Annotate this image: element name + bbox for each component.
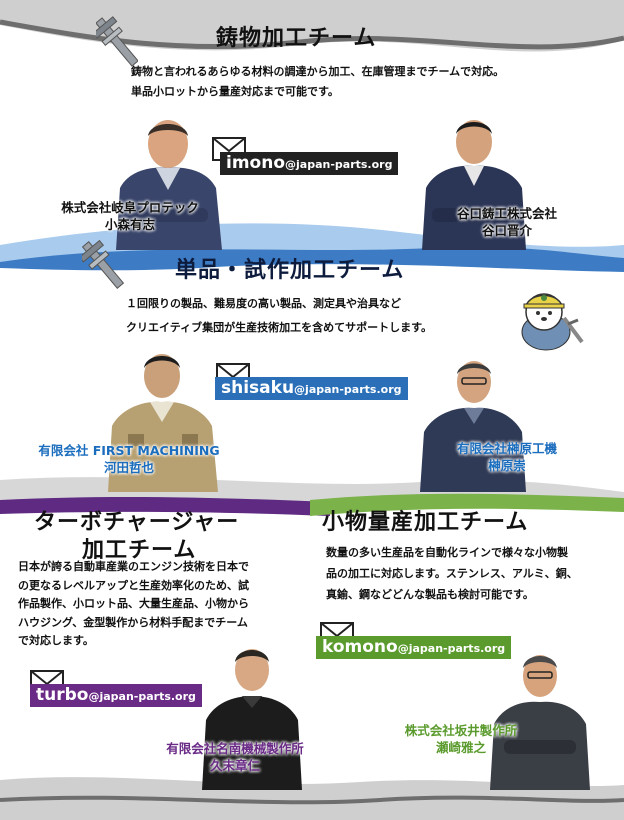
- person-company: 谷口鋳工株式会社: [456, 206, 557, 221]
- komono-email-domain: @japan-parts.org: [397, 642, 506, 655]
- imono-desc-line-1: 鋳物と言われるあらゆる材料の調達から加工、在庫管理までチームで対応。: [131, 65, 505, 78]
- person-photo-hisasue: [202, 649, 302, 790]
- person-company: 株式会社岐阜プロテック: [61, 200, 199, 215]
- person-caption-hisasue: 有限会社名南機械製作所 久末章仁: [130, 740, 340, 774]
- turbo-desc-line-2: の更なるレベルアップと生産効率化のため、試: [18, 578, 249, 592]
- caliper-icon: [96, 16, 138, 67]
- person-name: 谷口晋介: [481, 223, 532, 238]
- person-name: 河田哲也: [103, 460, 154, 475]
- person-name: 瀬崎雅之: [435, 740, 486, 755]
- shisaku-desc-line-2: クリエイティブ集団が生産技術加工を含めてサポートします。: [126, 321, 433, 334]
- purple-wave: [0, 496, 330, 516]
- imono-email-domain: @japan-parts.org: [285, 158, 393, 171]
- person-company: 株式会社坂井製作所: [404, 723, 518, 738]
- turbo-email[interactable]: turbo@japan-parts.org: [30, 684, 202, 707]
- person-caption-sakakibara: 有限会社榊原工機 榊原崇: [432, 440, 582, 474]
- komono-description: 数量の多い生産品を自動化ラインで様々な小物製 品の加工に対応します。ステンレス、…: [326, 542, 578, 605]
- person-name: 久末章仁: [209, 758, 260, 773]
- person-company: 有限会社名南機械製作所: [166, 741, 304, 756]
- person-photo-sezaki: [490, 655, 590, 790]
- person-caption-taniguchi: 谷口鋳工株式会社 谷口晋介: [432, 205, 582, 239]
- person-company: 有限会社榊原工機: [456, 441, 557, 456]
- turbo-desc-line-5: で対応します。: [18, 634, 94, 647]
- turbo-description: 日本が誇る自動車産業のエンジン技術を日本で の更なるレベルアップと生産効率化のた…: [18, 558, 249, 651]
- person-photo-sakakibara: [420, 361, 526, 492]
- person-caption-kawada: 有限会社 FIRST MACHINING 河田哲也: [14, 442, 244, 476]
- person-company: 有限会社 FIRST MACHINING: [38, 443, 220, 458]
- shisaku-desc-line-1: １回限りの製品、難易度の高い製品、測定具や治具など: [126, 297, 401, 310]
- komono-email[interactable]: komono@japan-parts.org: [316, 636, 512, 659]
- person-caption-sezaki: 株式会社坂井製作所 瀬崎雅之: [376, 722, 546, 756]
- turbo-email-domain: @japan-parts.org: [88, 690, 196, 703]
- turbo-title-line-2: 加工チーム: [82, 538, 197, 563]
- komono-desc-line-2: 品の加工に対応します。ステンレス、アルミ、銅、: [326, 567, 578, 580]
- bottom-gray-wave: [0, 777, 624, 820]
- imono-desc-line-2: 単品小ロットから量産対応まで可能です。: [131, 85, 339, 98]
- turbo-desc-line-1: 日本が誇る自動車産業のエンジン技術を日本で: [18, 560, 249, 573]
- green-wave: [310, 493, 624, 516]
- person-photo-taniguchi: [422, 120, 526, 250]
- person-name: 榊原崇: [488, 458, 526, 473]
- turbo-desc-line-4: ハウジング、金型製作から材料手配までチーム: [18, 615, 248, 629]
- komono-title: 小物量産加工チーム: [322, 510, 529, 535]
- shisaku-title: 単品・試作加工チーム: [175, 258, 405, 283]
- person-photo-komori: [116, 120, 222, 250]
- shisaku-email-user: shisaku: [221, 378, 295, 398]
- shisaku-description: １回限りの製品、難易度の高い製品、測定具や治具など クリエイティブ集団が生産技術…: [126, 294, 432, 338]
- turbo-email-user: turbo: [36, 685, 89, 705]
- person-caption-komori: 株式会社岐阜プロテック 小森有志: [30, 199, 230, 233]
- person-photo-kawada: [108, 354, 218, 492]
- shisaku-email[interactable]: shisaku@japan-parts.org: [215, 377, 408, 400]
- komono-desc-line-1: 数量の多い生産品を自動化ラインで様々な小物製: [326, 546, 568, 559]
- shisaku-email-domain: @japan-parts.org: [294, 383, 402, 396]
- imono-title: 鋳物加工チーム: [216, 26, 377, 51]
- mascot-icon: [521, 293, 584, 351]
- imono-email-user: imono: [226, 153, 286, 173]
- imono-email[interactable]: imono@japan-parts.org: [220, 152, 399, 175]
- person-name: 小森有志: [104, 217, 155, 232]
- turbo-title-line-1: ターボチャージャー: [34, 510, 240, 535]
- turbo-desc-line-3: 作品製作、小ロット品、大量生産品、小物から: [18, 597, 249, 610]
- blue-wave: [0, 246, 624, 272]
- top-gray-wave: [0, 0, 624, 52]
- caliper-icon: [82, 239, 124, 289]
- imono-description: 鋳物と言われるあらゆる材料の調達から加工、在庫管理までチームで対応。 単品小ロッ…: [131, 62, 504, 102]
- komono-email-user: komono: [322, 637, 398, 657]
- komono-desc-line-3: 真鍮、鋼などどんな製品も検討可能です。: [326, 588, 534, 601]
